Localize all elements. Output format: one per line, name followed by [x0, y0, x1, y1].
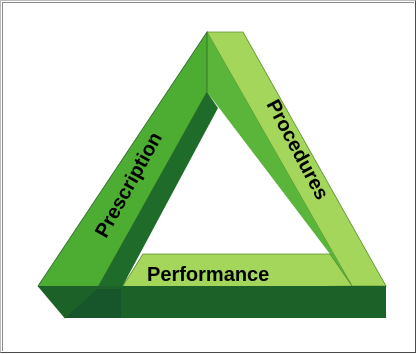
left-bar-inner-face — [97, 92, 218, 289]
bottom-bar-left-corner — [65, 289, 121, 318]
label-performance: Performance — [147, 264, 269, 286]
bottom-bar-front-face — [38, 286, 386, 318]
figure-frame-inner — [2, 2, 414, 351]
right-bar-inner-face — [207, 32, 352, 286]
